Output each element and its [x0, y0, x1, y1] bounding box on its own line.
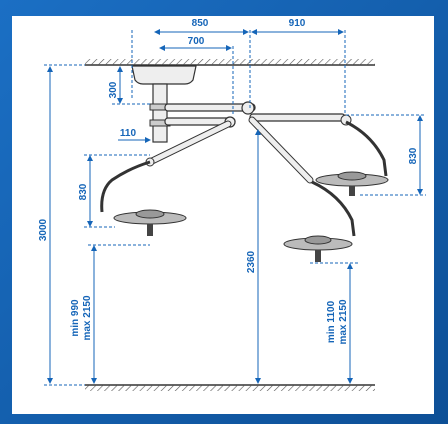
floor: [85, 384, 375, 391]
ceiling-mount: [131, 65, 197, 143]
dim-head1-min: min 990: [70, 299, 81, 337]
dim-arm-height: 2360: [246, 250, 257, 273]
dim-head2-drop: 830: [408, 147, 419, 164]
dim-head1-drop: 830: [78, 183, 89, 200]
upper-arm-1: [164, 101, 256, 128]
dim-head1-max: max 2150: [82, 295, 93, 340]
right-arm: [248, 113, 388, 237]
dim-head2-min: min 1100: [326, 300, 337, 343]
dim-offset: 110: [120, 128, 137, 139]
left-spring-arm: [100, 120, 232, 213]
dim-arm2-reach: 910: [289, 18, 306, 29]
ceiling: [85, 59, 375, 66]
right-upper-light-head: [315, 171, 389, 196]
dim-mount-height: 300: [108, 81, 119, 98]
right-lower-light-head: [283, 235, 353, 262]
diagram-panel: [12, 16, 434, 414]
dim-ceiling-height: 3000: [38, 218, 49, 241]
dim-arm1-inner: 700: [188, 36, 205, 47]
dim-arm1-reach: 850: [192, 18, 209, 29]
dim-head2-max: max 2150: [338, 299, 349, 344]
dimension-lines: [44, 29, 426, 386]
left-light-head: [113, 209, 187, 236]
